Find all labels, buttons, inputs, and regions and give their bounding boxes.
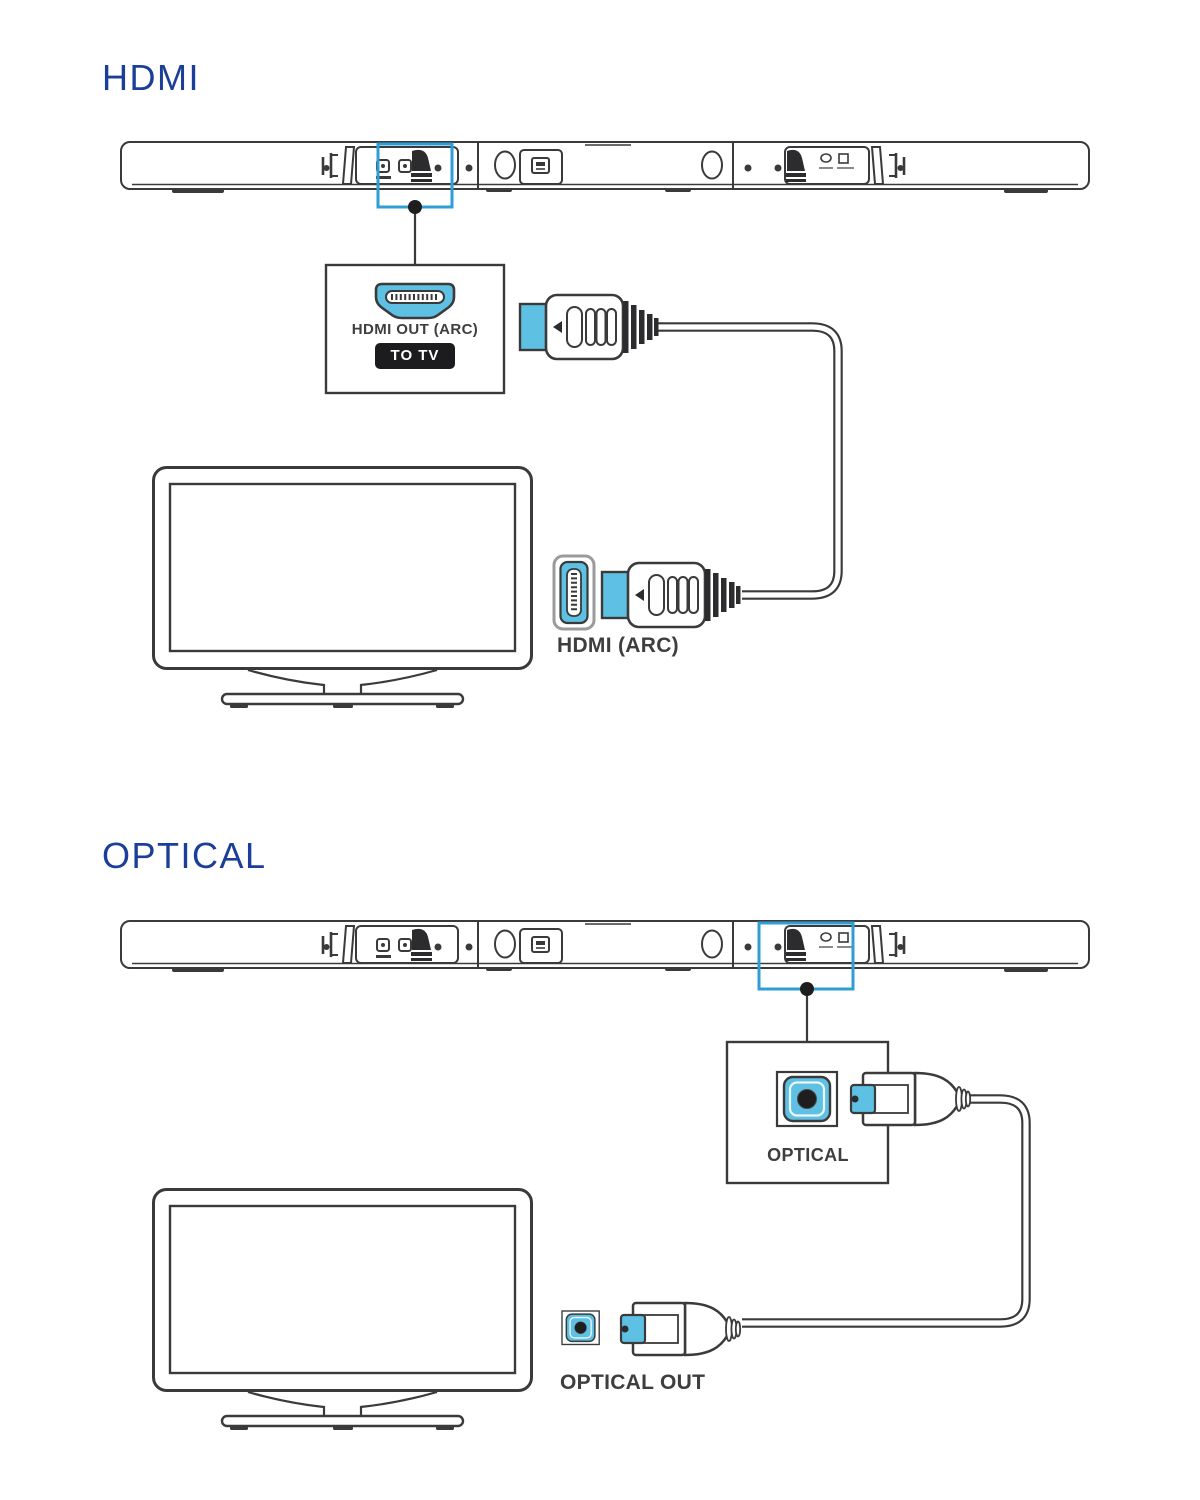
tv-hdmi-port-icon [552, 554, 596, 631]
optical-out-cable-label: OPTICAL OUT [560, 1371, 706, 1394]
hdmi-section-heading: HDMI [102, 57, 200, 98]
optical-port-label: OPTICAL [767, 1145, 849, 1165]
optical-port-icon [775, 1070, 839, 1128]
hdmi-plug-to-tv [600, 561, 742, 629]
optical-cable [742, 1094, 1031, 1328]
toslink-plug-to-tv [619, 1301, 742, 1357]
hdmi-leader-dot [408, 200, 422, 214]
tv-optical [152, 1188, 533, 1432]
hdmi-out-port-label: HDMI OUT (ARC) [351, 321, 479, 338]
tv-hdmi [152, 466, 533, 710]
tv-optical-port-icon [561, 1310, 600, 1346]
toslink-plug-to-soundbar [849, 1071, 972, 1127]
optical-leader-dot [800, 982, 814, 996]
soundbar-rear-optical [119, 919, 1091, 974]
hdmi-out-port-icon [374, 282, 456, 320]
hdmi-diagram [119, 140, 1091, 710]
hdmi-plug-to-soundbar [518, 293, 660, 361]
optical-section-heading: OPTICAL [102, 835, 267, 876]
hdmi-cable [658, 322, 843, 600]
hdmi-arc-cable-label: HDMI (ARC) [557, 634, 679, 657]
optical-diagram [119, 919, 1091, 1432]
to-tv-badge: TO TV [375, 343, 455, 369]
soundbar-rear-hdmi [119, 140, 1091, 195]
